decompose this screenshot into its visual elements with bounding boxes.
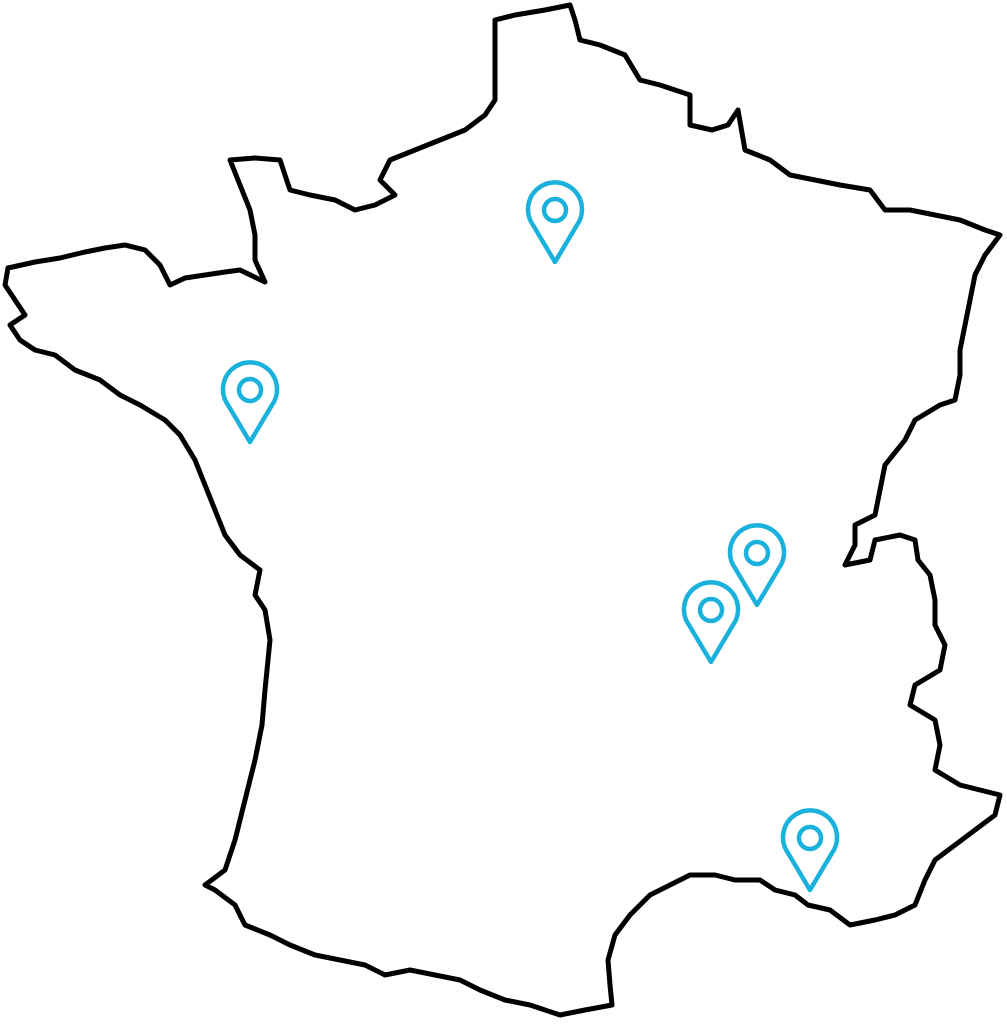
map-pin-icon[interactable] bbox=[525, 180, 585, 265]
map-pin-icon[interactable] bbox=[780, 808, 840, 893]
map-pin-icon[interactable] bbox=[727, 523, 787, 608]
map-pin-icon[interactable] bbox=[681, 580, 741, 665]
map-pin-icon[interactable] bbox=[220, 360, 280, 445]
